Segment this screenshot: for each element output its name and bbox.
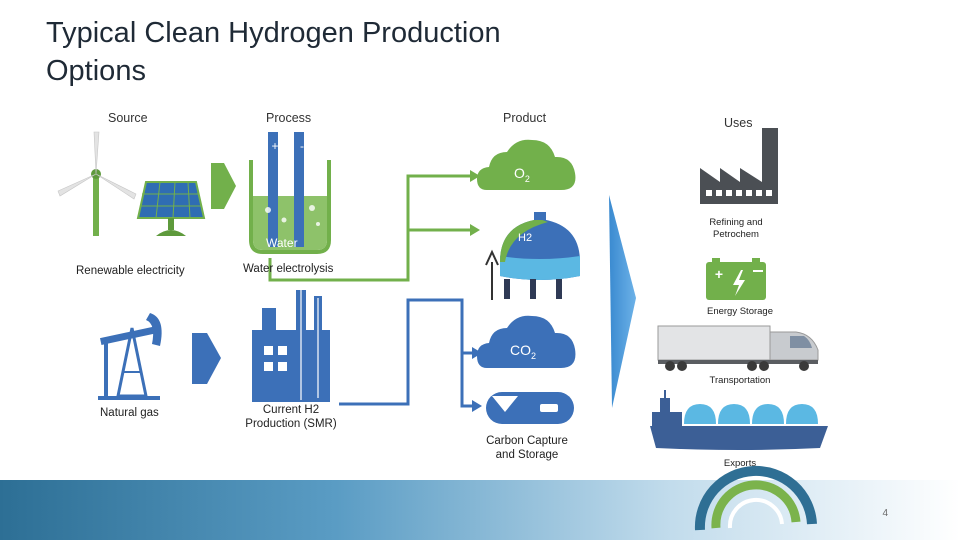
column-header-uses: Uses	[724, 116, 753, 130]
transportation-label: Transportation	[709, 375, 771, 386]
renewable-electricity-label: Renewable electricity	[76, 265, 185, 277]
h2-label: H2	[518, 232, 533, 244]
organization-logo	[694, 465, 817, 531]
green-flow-arrow	[211, 163, 236, 209]
co2-label: CO2	[510, 342, 537, 361]
exports-label: Exports	[723, 458, 757, 469]
big-uses-arrow	[609, 195, 636, 408]
arrowhead-to-co2	[472, 347, 482, 359]
plus-sign-icon: +	[271, 139, 278, 153]
o2-cloud-icon	[477, 139, 576, 190]
column-header-product: Product	[503, 111, 547, 125]
arrowhead-to-ccs	[472, 400, 482, 412]
wind-turbine-icon	[57, 131, 137, 236]
arrowhead-to-o2	[470, 170, 480, 182]
slide-title: Typical Clean Hydrogen Production Option…	[46, 17, 501, 87]
svg-text:+: +	[715, 266, 723, 282]
column-header-process: Process	[266, 111, 312, 125]
water-electrolysis-label: Water electrolysis	[243, 263, 334, 275]
battery-icon: +	[706, 258, 766, 300]
water-label: Water	[266, 236, 298, 250]
smr-plant-icon	[252, 290, 330, 402]
smr-label: Current H2 Production (SMR)	[245, 404, 337, 430]
energy-storage-label: Energy Storage	[706, 306, 773, 317]
minus-sign-icon: -	[300, 139, 304, 153]
green-connector-lines	[268, 174, 470, 282]
ccs-label: Carbon Capture and Storage	[486, 435, 568, 461]
ccs-storage-icon	[486, 392, 574, 424]
o2-label: O2	[514, 165, 530, 184]
page-number: 4	[882, 508, 888, 519]
electrolyzer-icon: + -	[249, 132, 331, 254]
column-header-source: Source	[108, 111, 148, 125]
ship-icon	[650, 390, 828, 450]
oil-pump-icon	[98, 313, 162, 400]
natural-gas-label: Natural gas	[100, 407, 159, 419]
blue-connector-lines	[339, 298, 472, 408]
h2-tank-icon	[485, 212, 580, 300]
solar-panel-icon	[136, 181, 206, 236]
co2-cloud-icon	[477, 315, 576, 368]
arrowhead-to-h2	[470, 224, 480, 236]
factory-icon	[700, 128, 778, 204]
truck-icon	[657, 325, 819, 371]
refining-label: Refining and Petrochem	[709, 217, 763, 240]
blue-flow-arrow	[192, 333, 221, 384]
footer-band	[0, 480, 960, 540]
